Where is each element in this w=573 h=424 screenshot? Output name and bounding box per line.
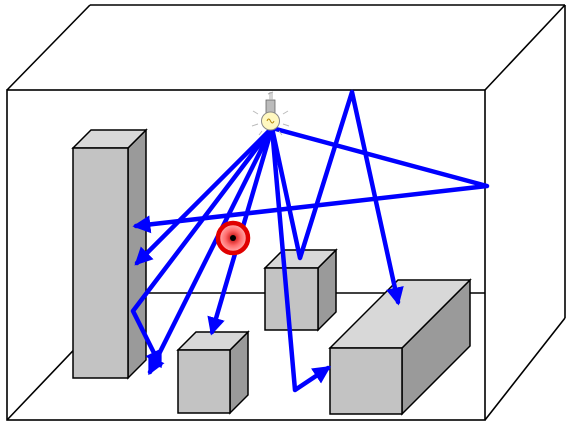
- boxes: [71, 128, 472, 416]
- light-rays: [130, 89, 490, 393]
- target-icon: [215, 220, 251, 256]
- ray-to-tall-box-lower: [147, 125, 275, 376]
- box-front-face: [72, 147, 129, 379]
- box-large-right: [328, 278, 472, 416]
- box-front-face: [264, 267, 319, 331]
- room-front-frame: [6, 89, 486, 421]
- room-left-top-edge: [6, 4, 91, 91]
- ray-via-ceiling-to-large-box: [269, 89, 404, 306]
- ray-to-tall-box-middle: [134, 125, 275, 266]
- box-front-face: [329, 347, 403, 415]
- ray-bounce-off-tall-box: [130, 125, 275, 369]
- ray-to-tall-box-upper: [132, 125, 490, 234]
- box-tall-left: [71, 128, 148, 380]
- box-small-front: [176, 330, 250, 415]
- ray-to-floor-and-large-box: [269, 125, 331, 393]
- room-right-bottom-edge: [484, 317, 566, 421]
- box-middle: [263, 248, 338, 332]
- room-right-top-edge: [484, 4, 566, 91]
- box-front-face: [177, 349, 231, 414]
- light-bulb-icon: [251, 91, 290, 136]
